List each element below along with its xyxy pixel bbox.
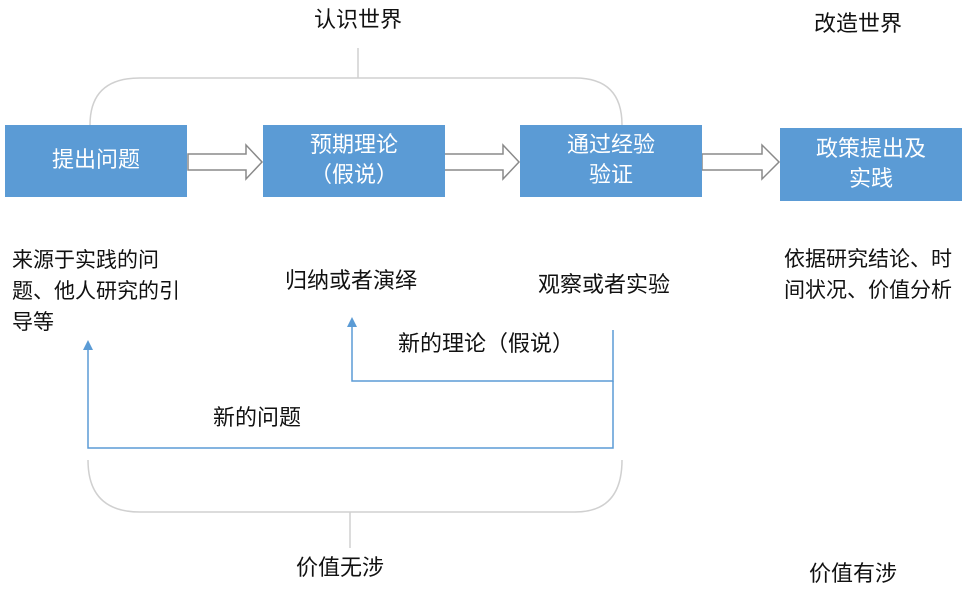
feedback-line-new-question xyxy=(87,349,614,449)
desc-observation-experiment: 观察或者实验 xyxy=(538,273,671,298)
desc-question-source: 来源于实践的问题、他人研究的引导等 xyxy=(12,248,180,334)
desc-induction-deduction: 归纳或者演绎 xyxy=(285,269,418,294)
label-value-free: 价值无涉 xyxy=(296,556,385,581)
box-raise-question: 提出问题 xyxy=(5,125,187,197)
bottom-bracket xyxy=(87,459,623,513)
feedback-arrowhead-new-question xyxy=(83,340,93,350)
label-transform-world: 改造世界 xyxy=(814,12,903,37)
label-new-theory: 新的理论（假说） xyxy=(398,332,575,357)
label-new-question: 新的问题 xyxy=(213,406,302,431)
desc-policy-basis: 依据研究结论、时间状况、价值分析 xyxy=(784,247,952,302)
arrow-3-icon xyxy=(701,143,781,181)
arrow-1-icon xyxy=(187,143,264,181)
box-expected-theory: 预期理论 （假说） xyxy=(263,125,445,197)
label-value-laden: 价值有涉 xyxy=(809,562,898,587)
label-cognize-world: 认识世界 xyxy=(314,8,403,33)
arrow-2-icon xyxy=(443,143,521,181)
box-empirical-verification: 通过经验 验证 xyxy=(520,125,702,197)
top-bracket xyxy=(89,77,623,126)
feedback-line-new-theory xyxy=(351,326,614,382)
feedback-arrowhead-new-theory xyxy=(347,317,357,327)
box-policy-practice: 政策提出及 实践 xyxy=(780,128,962,201)
